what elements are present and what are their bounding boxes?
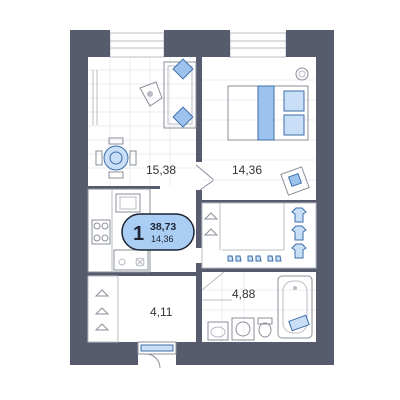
bathroom-tiles: [202, 272, 316, 342]
cushion-bottom: [172, 106, 194, 128]
window-kitchen: [109, 32, 165, 58]
bedroom-armchair: [280, 166, 310, 196]
entrance-door: [137, 341, 177, 369]
chair-bottom: [108, 171, 124, 179]
wardrobe: [201, 202, 317, 269]
outer-walls: [70, 30, 334, 365]
badge-pill: [121, 213, 195, 251]
washing-machine: [231, 317, 255, 341]
pillow-bottom: [283, 114, 305, 136]
area-bathroom: 4,88: [232, 287, 256, 301]
hanger-icon: [203, 212, 219, 236]
apartment-badge: 1 38,73 14,36: [121, 213, 195, 251]
area-hallway: 4,11: [150, 305, 173, 319]
shoes-icon: [227, 255, 282, 262]
hanger-icon: [94, 289, 110, 331]
area-bedroom: 14,36: [232, 163, 262, 177]
armchair: [139, 81, 163, 107]
blanket: [257, 85, 275, 141]
armchair-cushion: [287, 172, 303, 188]
hob: [91, 219, 111, 245]
chair-top: [108, 137, 124, 145]
kitchen-tiles: [88, 57, 196, 186]
sink: [115, 193, 141, 213]
area-kitchen-living: 15,38: [146, 163, 176, 177]
cushion-top: [172, 58, 194, 80]
total-area: 38,73: [150, 221, 176, 233]
fridge: [113, 249, 149, 271]
hallway-furniture: [87, 275, 119, 343]
kitchen-furniture: [92, 58, 197, 179]
window-bedroom: [229, 32, 287, 58]
plant-pot: [295, 67, 309, 81]
bedroom-furniture: [227, 67, 310, 196]
rooms-count: 1: [133, 223, 144, 245]
pillow-top: [283, 90, 305, 112]
chair-right: [129, 150, 137, 166]
chair-left: [95, 150, 103, 166]
washbasin: [207, 321, 229, 341]
dining-table: [103, 145, 129, 171]
bathroom-door: [201, 271, 232, 301]
bathroom-fixtures: [207, 275, 313, 341]
living-area: 14,36: [151, 234, 174, 244]
interior-walls: [88, 57, 316, 342]
toilet: [258, 322, 272, 338]
bathtub: [277, 275, 313, 339]
towel: [288, 314, 310, 332]
shirt-icon: [291, 207, 307, 241]
